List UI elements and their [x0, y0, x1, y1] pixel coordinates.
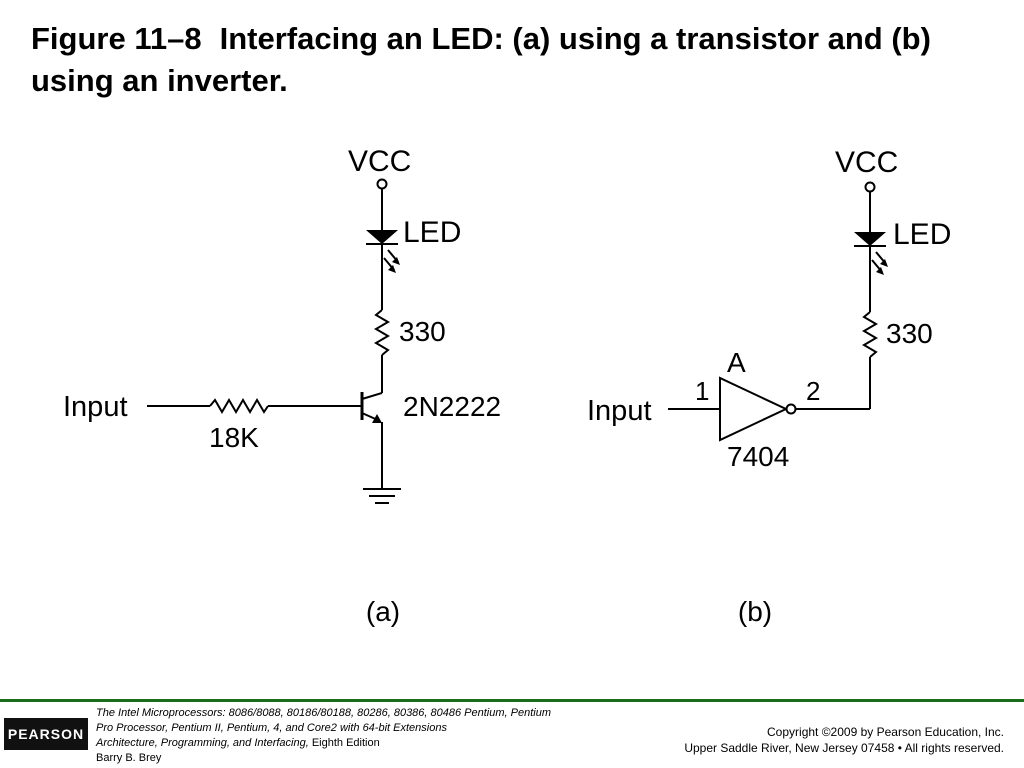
circuit-b: VCC LED 330 Input A 1 2 7404 (b)	[587, 146, 951, 627]
circuit-b-input-label: Input	[587, 395, 652, 427]
circuit-b-pin-in-label: 1	[695, 376, 709, 406]
circuit-a-led-label: LED	[403, 216, 461, 249]
circuit-b-gate-name: A	[727, 347, 746, 378]
book-info: The Intel Microprocessors: 8086/8088, 80…	[96, 706, 566, 766]
circuit-b-vcc-label: VCC	[835, 146, 898, 179]
book-title: The Intel Microprocessors:	[96, 707, 226, 719]
figure-number: Figure 11–8	[31, 21, 202, 56]
circuit-b-pin-out-label: 2	[806, 376, 820, 406]
circuit-a-vcc-label: VCC	[348, 145, 411, 178]
book-models: 8086/8088, 80186/80188, 80286, 80386, 80…	[96, 707, 551, 734]
circuit-b-chip-label: 7404	[727, 441, 789, 472]
circuit-a-input-label: Input	[63, 391, 128, 423]
book-edition: Eighth Edition	[311, 737, 380, 749]
circuit-a-base-resistor	[209, 398, 269, 414]
footer-divider	[0, 699, 1024, 702]
circuit-a-vcc-terminal	[376, 178, 388, 190]
circuit-a-transistor-label: 2N2222	[403, 391, 501, 422]
circuit-b-caption: (b)	[738, 596, 772, 627]
book-subtitle: Architecture, Programming, and Interfaci…	[96, 737, 309, 749]
pearson-logo: PEARSON	[4, 718, 88, 750]
circuit-a-resistor-label: 330	[399, 316, 446, 347]
circuit-a-collector-resistor	[374, 309, 390, 356]
copyright-notice: Copyright ©2009 by Pearson Education, In…	[684, 724, 1004, 756]
circuit-a-led-symbol	[366, 230, 400, 273]
circuit-a-ground-symbol	[363, 488, 401, 504]
circuit-b-inverter-symbol	[719, 376, 789, 442]
circuit-a: VCC LED 330 2N2222 Input 18K	[63, 145, 501, 627]
figure-caption: Interfacing an LED: (a) using a transist…	[31, 21, 931, 98]
circuit-a-caption: (a)	[366, 596, 400, 627]
circuit-a-base-resistor-label: 18K	[209, 422, 259, 453]
copyright-line-2: Upper Saddle River, New Jersey 07458 • A…	[684, 741, 1004, 755]
circuit-b-resistor-label: 330	[886, 318, 933, 349]
circuit-b-resistor	[862, 311, 878, 358]
circuit-b-inverter-bubble	[785, 403, 797, 415]
circuit-b-led-label: LED	[893, 218, 951, 251]
led-interface-diagram: VCC LED 330 2N2222 Input 18K	[63, 145, 951, 627]
book-author: Barry B. Brey	[96, 752, 162, 764]
circuit-a-transistor-symbol	[360, 392, 383, 423]
circuit-b-vcc-terminal	[864, 181, 876, 193]
copyright-line-1: Copyright ©2009 by Pearson Education, In…	[767, 725, 1004, 739]
